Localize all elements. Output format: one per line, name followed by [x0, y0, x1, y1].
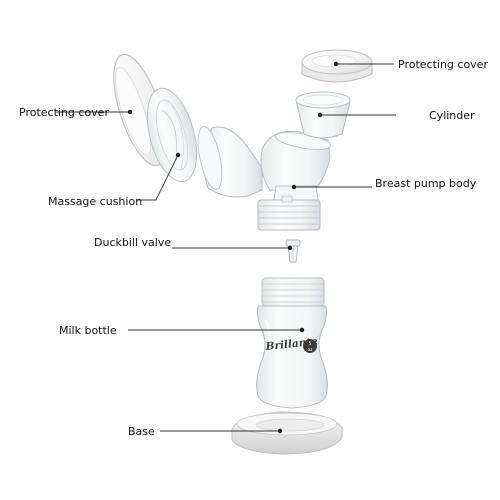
callout-cylinder: Cylinder	[317, 109, 475, 122]
label-protecting-cover-left: Protecting cover	[19, 106, 109, 119]
bottle-volume-badge-unit: oz	[307, 348, 313, 353]
callout-duckbill-valve: Duckbill valve	[94, 236, 293, 251]
callout-base: Base	[128, 425, 283, 438]
callout-protecting-cover-left: Protecting cover	[19, 106, 133, 119]
label-cylinder: Cylinder	[429, 109, 475, 122]
base-part	[231, 411, 343, 455]
label-protecting-cover-top: Protecting cover	[398, 58, 488, 71]
label-breast-pump-body: Breast pump body	[375, 177, 477, 190]
callout-protecting-cover-top: Protecting cover	[333, 58, 488, 71]
label-massage-cushion: Massage cushion	[48, 195, 142, 208]
label-milk-bottle: Milk bottle	[59, 324, 117, 337]
bottle-volume-badge	[303, 339, 317, 353]
label-duckbill-valve: Duckbill valve	[94, 236, 171, 249]
cylinder-part	[295, 91, 351, 139]
milk-bottle-part: Brillante 5 oz	[256, 277, 328, 409]
protecting-cover-top-part	[301, 49, 373, 83]
breast-pump-body-part	[197, 126, 332, 231]
duckbill-valve-part	[285, 239, 301, 263]
callout-breast-pump-body: Breast pump body	[291, 177, 477, 190]
callout-milk-bottle: Milk bottle	[59, 324, 305, 337]
bottle-volume-badge-number: 5	[309, 341, 312, 347]
callout-massage-cushion: Massage cushion	[48, 152, 181, 208]
label-base: Base	[128, 425, 155, 438]
